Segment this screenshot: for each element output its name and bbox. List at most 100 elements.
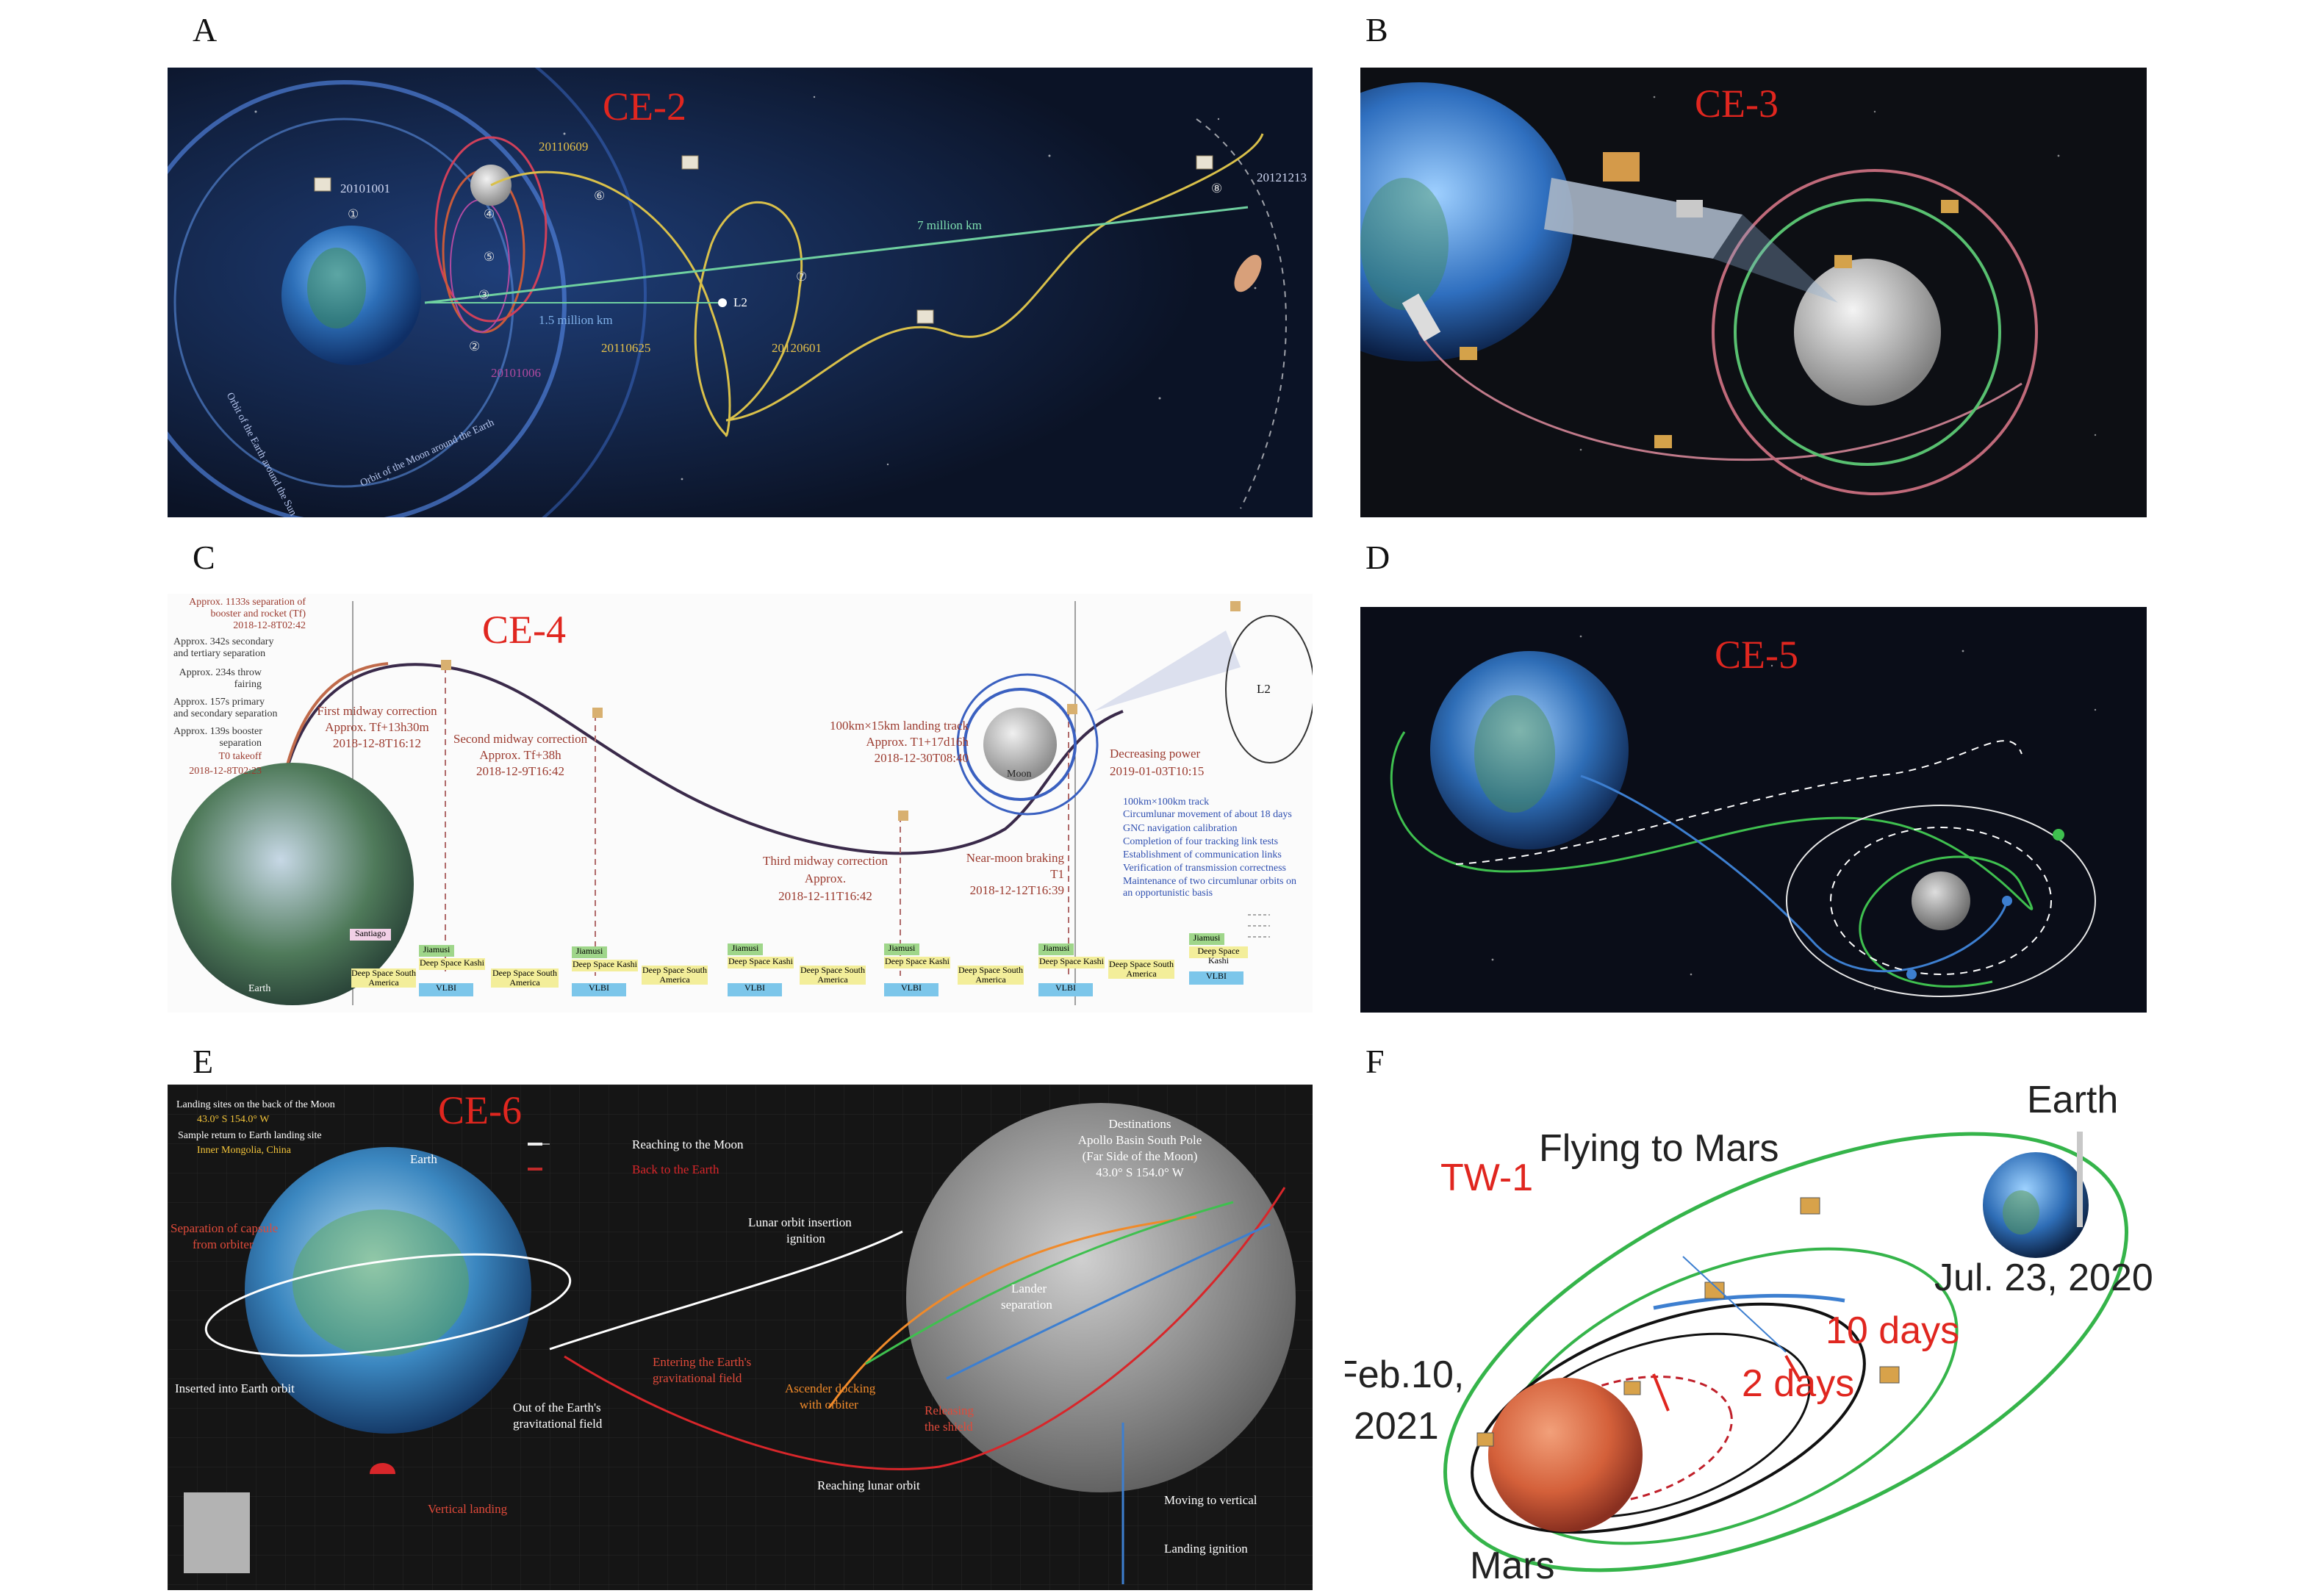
orbit-note: Verification of transmission correctness: [1123, 863, 1286, 874]
destination: Destinations: [1108, 1117, 1171, 1131]
braking: 2018-12-12T16:39: [969, 883, 1064, 897]
label-lunar-insertion: Lunar orbit insertion: [748, 1215, 852, 1229]
launch-date: Jul. 23, 2020: [1934, 1257, 2153, 1299]
panel-b-title: CE-3: [1695, 82, 1779, 126]
station-jiamusi: Jiamusi: [1189, 932, 1224, 945]
step-marker: ⑤: [484, 250, 495, 264]
date-label: 20121213: [1257, 170, 1307, 184]
label-lander-separation: separation: [1001, 1298, 1052, 1312]
station-dssa: Deep Space South America: [491, 968, 559, 988]
panel-a-graphic: [168, 68, 1313, 517]
station-vlbi: VLBI: [572, 982, 626, 996]
two-days-label: 2 days: [1742, 1362, 1855, 1405]
orbit-note: an opportunistic basis: [1123, 888, 1213, 899]
launch-event: fairing: [234, 679, 262, 690]
label-entering-earth: gravitational field: [653, 1371, 742, 1385]
station-kashi: Deep Space Kashi: [728, 956, 794, 968]
label-releasing-shield: the shield: [925, 1420, 973, 1434]
label-out-of-earth: gravitational field: [513, 1417, 603, 1431]
panel-d-title: CE-5: [1715, 633, 1798, 677]
orbit-note: GNC navigation calibration: [1123, 823, 1238, 834]
launch-event: and secondary separation: [173, 708, 278, 719]
step-marker: ⑧: [1211, 181, 1223, 195]
orbit-note: 100km×100km track: [1123, 797, 1210, 808]
label-moving-vertical: Moving to vertical: [1164, 1493, 1257, 1507]
site-info: Sample return to Earth landing site: [178, 1130, 322, 1141]
l2-label: L2: [733, 295, 747, 309]
launch-event: Approx. 139s booster: [173, 726, 262, 737]
arrival-date: Feb.10,: [1345, 1354, 1465, 1396]
panel-label-c: C: [193, 539, 215, 576]
launch-event: Approx. 157s primary: [173, 697, 265, 708]
label-lander-separation: Lander: [1011, 1282, 1047, 1295]
date-label: 20120601: [772, 341, 822, 355]
panel-c-title: CE-4: [482, 608, 566, 652]
station-vlbi: VLBI: [1038, 982, 1093, 996]
station-kashi: Deep Space Kashi: [1189, 946, 1248, 966]
label-landing-ignition: Landing ignition: [1164, 1542, 1248, 1556]
first-correction: First midway correction: [317, 704, 437, 718]
label-separation-capsule: Separation of capsule: [171, 1221, 279, 1235]
third-correction: 2018-12-11T16:42: [778, 889, 872, 903]
site-info: 43.0° S 154.0° W: [197, 1114, 270, 1125]
braking: T1: [1050, 867, 1064, 881]
panel-f-tw1: Earth Flying to Mars TW-1 Jul. 23, 2020 …: [1345, 1073, 2161, 1596]
panel-b-graphic: [1360, 82, 2097, 495]
step-marker: ③: [478, 288, 490, 302]
arrival-date: 2021: [1354, 1405, 1439, 1448]
mars-label: Mars: [1470, 1545, 1555, 1587]
launch-event: 2018-12-8T02:23: [189, 766, 262, 777]
distance-7m-label: 7 million km: [917, 218, 982, 232]
earth-label: Earth: [2027, 1079, 2119, 1121]
date-label: 20110609: [539, 140, 589, 154]
label-releasing-shield: Releasing: [925, 1403, 975, 1417]
destination: Apollo Basin South Pole: [1077, 1133, 1202, 1147]
step-marker: ①: [348, 207, 359, 221]
label-ascender-docking: with orbiter: [800, 1398, 858, 1412]
label-out-of-earth: Out of the Earth's: [513, 1401, 601, 1415]
launch-event: Approx. 342s secondary: [173, 636, 274, 647]
label-inserted: Inserted into Earth orbit: [175, 1381, 295, 1395]
station-jiamusi: Jiamusi: [728, 943, 763, 955]
legend-to-earth: Back to the Earth: [632, 1162, 719, 1176]
orbit-note: Maintenance of two circumlunar orbits on: [1123, 876, 1296, 887]
panel-a-ce2: CE-2 20101001 20110609 20110625 20120601…: [168, 68, 1313, 517]
orbit-note: Establishment of communication links: [1123, 849, 1282, 860]
panel-e-title: CE-6: [438, 1088, 522, 1132]
station-vlbi: VLBI: [419, 982, 473, 996]
second-correction: 2018-12-9T16:42: [476, 764, 564, 778]
launch-event: 2018-12-8T02:42: [233, 620, 306, 631]
date-label: 20101006: [491, 366, 541, 380]
label-reaching-lunar-orbit: Reaching lunar orbit: [817, 1478, 920, 1492]
station-dssa: Deep Space South America: [800, 965, 866, 985]
panel-a-title: CE-2: [603, 85, 686, 129]
distance-1-5m-label: 1.5 million km: [539, 313, 613, 327]
station-jiamusi: Jiamusi: [572, 946, 607, 958]
earth-label: Earth: [248, 983, 271, 994]
label-ascender-docking: Ascender docking: [785, 1381, 876, 1395]
station-jiamusi: Jiamusi: [419, 944, 454, 957]
l2-label: L2: [1257, 682, 1271, 696]
panel-label-d: D: [1365, 539, 1390, 576]
decreasing-power: 2019-01-03T10:15: [1110, 764, 1205, 778]
station-vlbi: VLBI: [884, 982, 938, 996]
station-dssa: Deep Space South America: [958, 965, 1024, 985]
panel-f-graphic: [1443, 1132, 2128, 1572]
second-correction: Approx. Tf+38h: [479, 748, 561, 762]
station-kashi: Deep Space Kashi: [884, 956, 950, 968]
third-correction: Approx.: [804, 871, 847, 885]
step-marker: ②: [469, 339, 481, 353]
station-vlbi: VLBI: [1189, 971, 1243, 985]
braking: Near-moon braking: [966, 851, 1064, 865]
launch-event: booster and rocket (Tf): [210, 608, 306, 619]
ten-days-label: 10 days: [1826, 1309, 1960, 1352]
destination: (Far Side of the Moon): [1082, 1149, 1198, 1163]
station-santiago: Santiago: [350, 928, 391, 941]
moon-label: Moon: [1007, 769, 1032, 780]
label-separation-capsule: from orbiter: [193, 1237, 254, 1251]
launch-event: separation: [219, 738, 262, 749]
landing-track: 2018-12-30T08:40: [874, 751, 969, 765]
panel-label-b: B: [1365, 11, 1388, 48]
date-label: 20110625: [601, 341, 651, 355]
flying-label: Flying to Mars: [1539, 1127, 1779, 1170]
